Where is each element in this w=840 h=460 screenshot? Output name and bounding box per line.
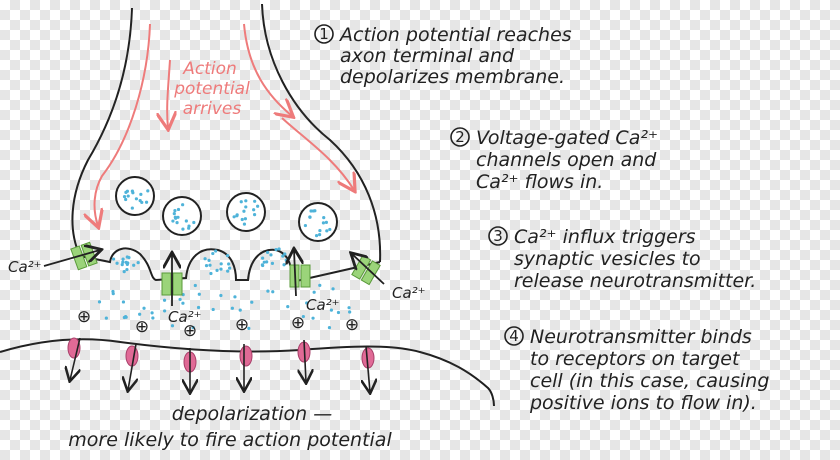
positive-ion: ⊕ [135, 317, 149, 337]
step-number: 1 [319, 25, 329, 43]
step-text-line: Ca²⁺ influx triggers [514, 226, 696, 248]
step-text-line: positive ions to flow in). [529, 392, 757, 414]
step-text-line: cell (in this case, causing [530, 370, 769, 392]
step-number: 2 [455, 128, 465, 146]
calcium-ion-label: Ca²⁺ [392, 284, 426, 302]
synaptic-vesicle [226, 192, 266, 232]
ion-flow-arrow [128, 343, 136, 390]
step-number-badge [450, 127, 470, 147]
ion-flow-arrow [304, 339, 306, 382]
pink-arrow-far-right [281, 117, 354, 190]
ion-flow-arrow [366, 345, 370, 392]
positive-ion: ⊕ [77, 307, 91, 327]
step-number-badge [488, 226, 508, 246]
synaptic-vesicle [162, 196, 202, 236]
step-4: 4 Neurotransmitter binds to receptors on… [504, 326, 769, 414]
calcium-ion-label: Ca²⁺ [306, 296, 340, 314]
step-text-line: Neurotransmitter binds [530, 326, 752, 348]
step-text-line: release neurotransmitter. [514, 270, 756, 292]
step-number: 4 [509, 327, 519, 345]
step-1: 1 Action potential reaches axon terminal… [314, 24, 572, 88]
synaptic-vesicles [115, 176, 338, 242]
positive-ion: ⊕ [183, 321, 197, 341]
calcium-ion-label: Ca²⁺ [8, 258, 42, 276]
step-2: 2 Voltage-gated Ca²⁺ channels open and C… [450, 127, 658, 193]
action-potential-arrives-label: Action potential arrives [173, 59, 250, 119]
pink-arrow-right [243, 23, 292, 116]
positive-ions: ⊕ ⊕ ⊕ ⊕ ⊕ ⊕ [77, 307, 359, 341]
depolarization-caption: depolarization — more likely to fire act… [68, 403, 392, 451]
calcium-channel [161, 272, 183, 296]
receptor [239, 345, 253, 367]
ion-flow-arrow [70, 337, 81, 380]
pink-arrow-center [167, 59, 170, 128]
calcium-arrow [352, 254, 385, 285]
calcium-arrow [294, 250, 296, 297]
calcium-channel [351, 254, 381, 286]
pink-arrow-left [95, 23, 151, 226]
step-text-line: to receptors on target [530, 348, 741, 370]
step-text-line: Voltage-gated Ca²⁺ [476, 127, 658, 149]
step-number-badge [504, 326, 524, 346]
calcium-influx-arrows [43, 250, 385, 306]
axon-terminal-outline-right [261, 3, 382, 263]
axon-terminal-outline [71, 7, 133, 257]
step-number: 3 [493, 227, 503, 245]
synaptic-vesicle [115, 176, 155, 216]
positive-ion: ⊕ [345, 315, 359, 335]
caption-line: depolarization — [172, 403, 333, 425]
caption-line: more likely to fire action potential [68, 429, 392, 451]
arrives-label-line: potential [173, 79, 250, 99]
step-text-line: axon terminal and [340, 45, 515, 67]
step-number-badge [314, 24, 334, 44]
step-text-line: Action potential reaches [338, 24, 572, 46]
step-text-line: Ca²⁺ flows in. [476, 171, 603, 193]
step-3: 3 Ca²⁺ influx triggers synaptic vesicles… [488, 226, 756, 292]
postsynaptic-membrane [0, 338, 495, 407]
ion-flow-arrows [70, 337, 370, 392]
step-text-line: synaptic vesicles to [514, 248, 701, 270]
presynaptic-membrane [79, 247, 381, 284]
calcium-ion-label: Ca²⁺ [168, 308, 202, 326]
receptors [67, 337, 375, 373]
calcium-arrow [43, 250, 100, 267]
arrives-label-line: Action [182, 59, 237, 79]
arrives-label-line: arrives [183, 99, 242, 119]
positive-ion: ⊕ [235, 315, 249, 335]
step-text-line: channels open and [476, 149, 657, 171]
positive-ion: ⊕ [291, 313, 305, 333]
step-text-line: depolarizes membrane. [340, 66, 565, 88]
calcium-channel [289, 264, 311, 288]
